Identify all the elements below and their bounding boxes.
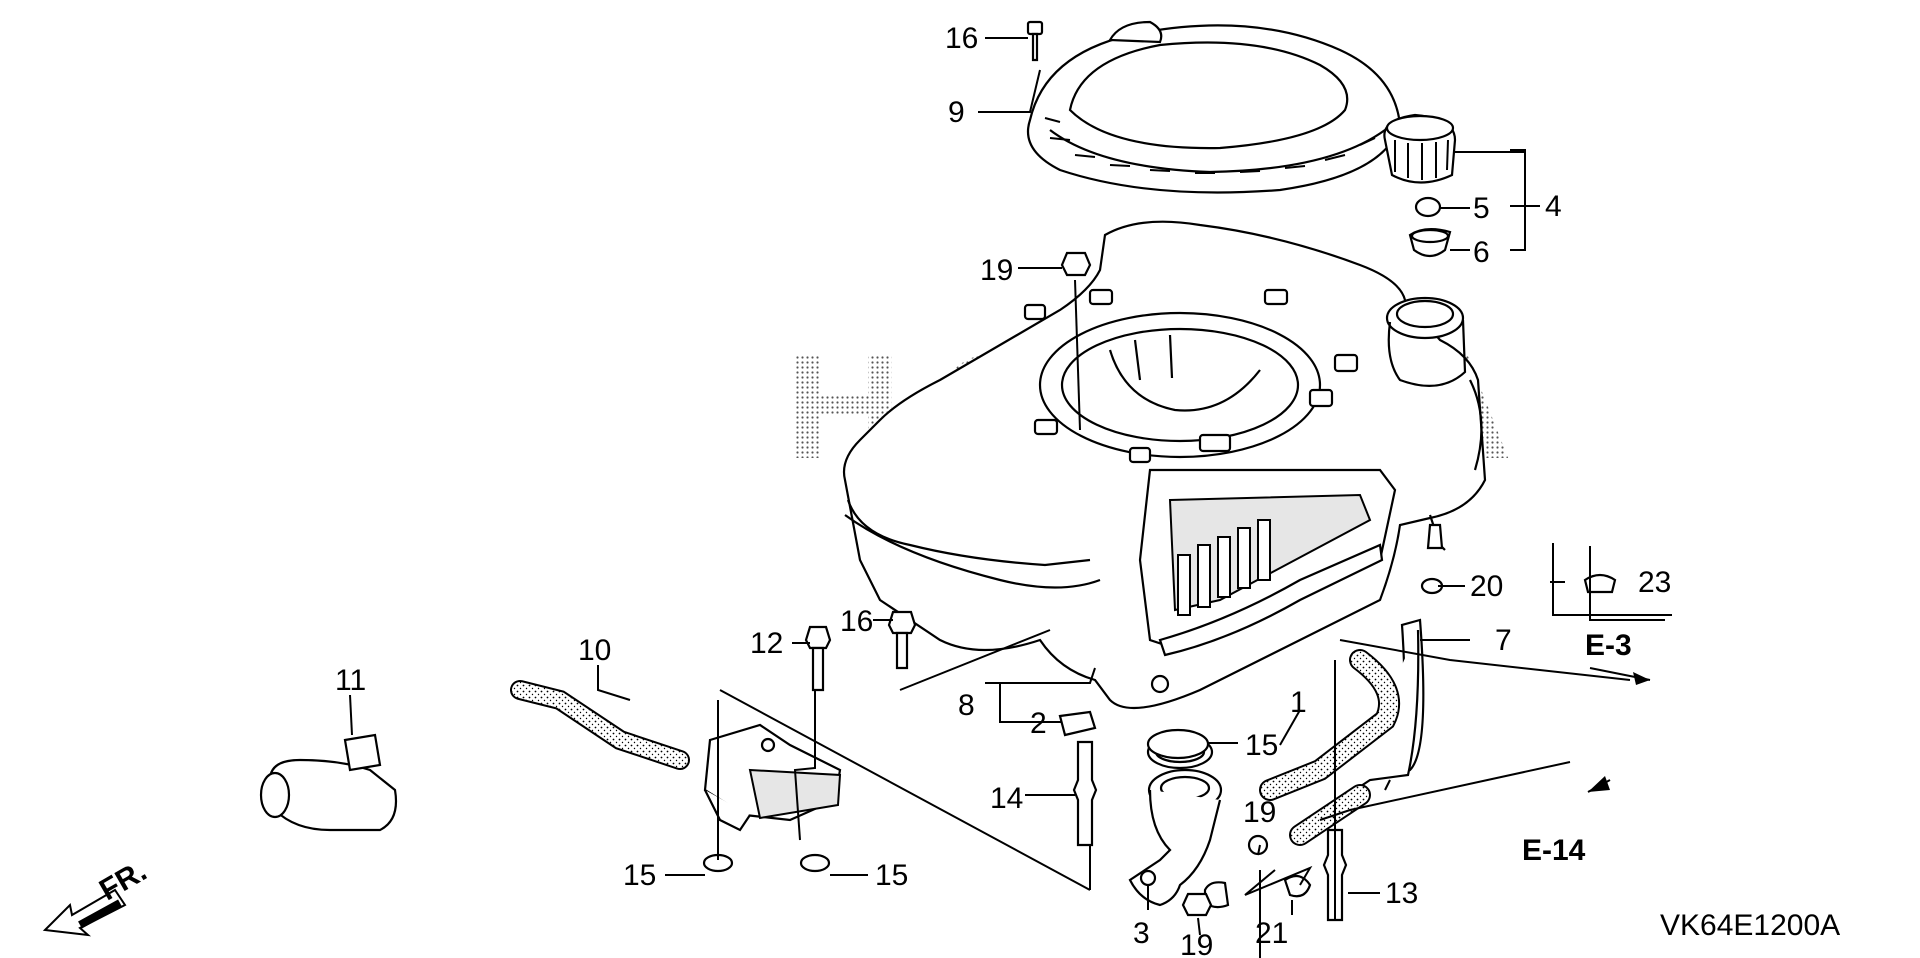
callout-9: 9 xyxy=(948,96,965,129)
fasteners xyxy=(702,20,1348,922)
callout-22: 21 xyxy=(1255,917,1288,950)
callout-7: 7 xyxy=(1495,624,1512,657)
callout-19-bottom: 19 xyxy=(1180,929,1213,958)
callout-16: 15 xyxy=(1245,729,1278,762)
callout-8: 8 xyxy=(958,689,975,722)
callout-21: 20 xyxy=(1470,570,1503,603)
callout-23: 23 xyxy=(1638,566,1671,599)
clips xyxy=(1247,573,1617,898)
reference-labels: E-3 E-14 xyxy=(1522,629,1632,867)
front-direction-arrow: FR. xyxy=(42,854,152,937)
callout-13: 13 xyxy=(1385,877,1418,910)
callout-labels: 16 9 5 4 6 19 20 23 7 12 16 8 2 1 15 14 … xyxy=(335,22,1671,958)
tube-lower xyxy=(1289,784,1371,846)
starter-cover xyxy=(1026,20,1402,194)
callout-12: 12 xyxy=(750,627,783,660)
callout-1: 1 xyxy=(1290,686,1307,719)
callout-18: 16 xyxy=(945,22,978,55)
callout-3: 3 xyxy=(1133,917,1150,950)
reference-e3: E-3 xyxy=(1585,629,1632,662)
callout-19-top: 19 xyxy=(980,254,1013,287)
breather-tube xyxy=(1259,649,1400,801)
reference-e14: E-14 xyxy=(1522,834,1586,867)
callout-6: 6 xyxy=(1473,236,1490,269)
callout-14: 14 xyxy=(990,782,1023,815)
callout-20: 19 xyxy=(1243,796,1276,829)
callout-4: 4 xyxy=(1545,190,1562,223)
callout-17: 16 xyxy=(840,605,873,638)
drawing-code: VK64E1200A xyxy=(1660,909,1840,942)
fuel-strainer xyxy=(1128,734,1230,909)
plug-cap xyxy=(259,733,398,832)
callout-11: 11 xyxy=(335,664,366,697)
callout-15-right: 15 xyxy=(875,859,908,892)
fuel-cap xyxy=(1383,113,1457,258)
callout-5: 5 xyxy=(1473,192,1490,225)
callout-2: 2 xyxy=(1030,707,1047,740)
callout-15-left: 15 xyxy=(623,859,656,892)
leader-lines xyxy=(349,37,1672,958)
callout-10: 10 xyxy=(578,634,611,667)
fan-cover xyxy=(842,220,1487,710)
ignition-coil xyxy=(397,658,842,832)
